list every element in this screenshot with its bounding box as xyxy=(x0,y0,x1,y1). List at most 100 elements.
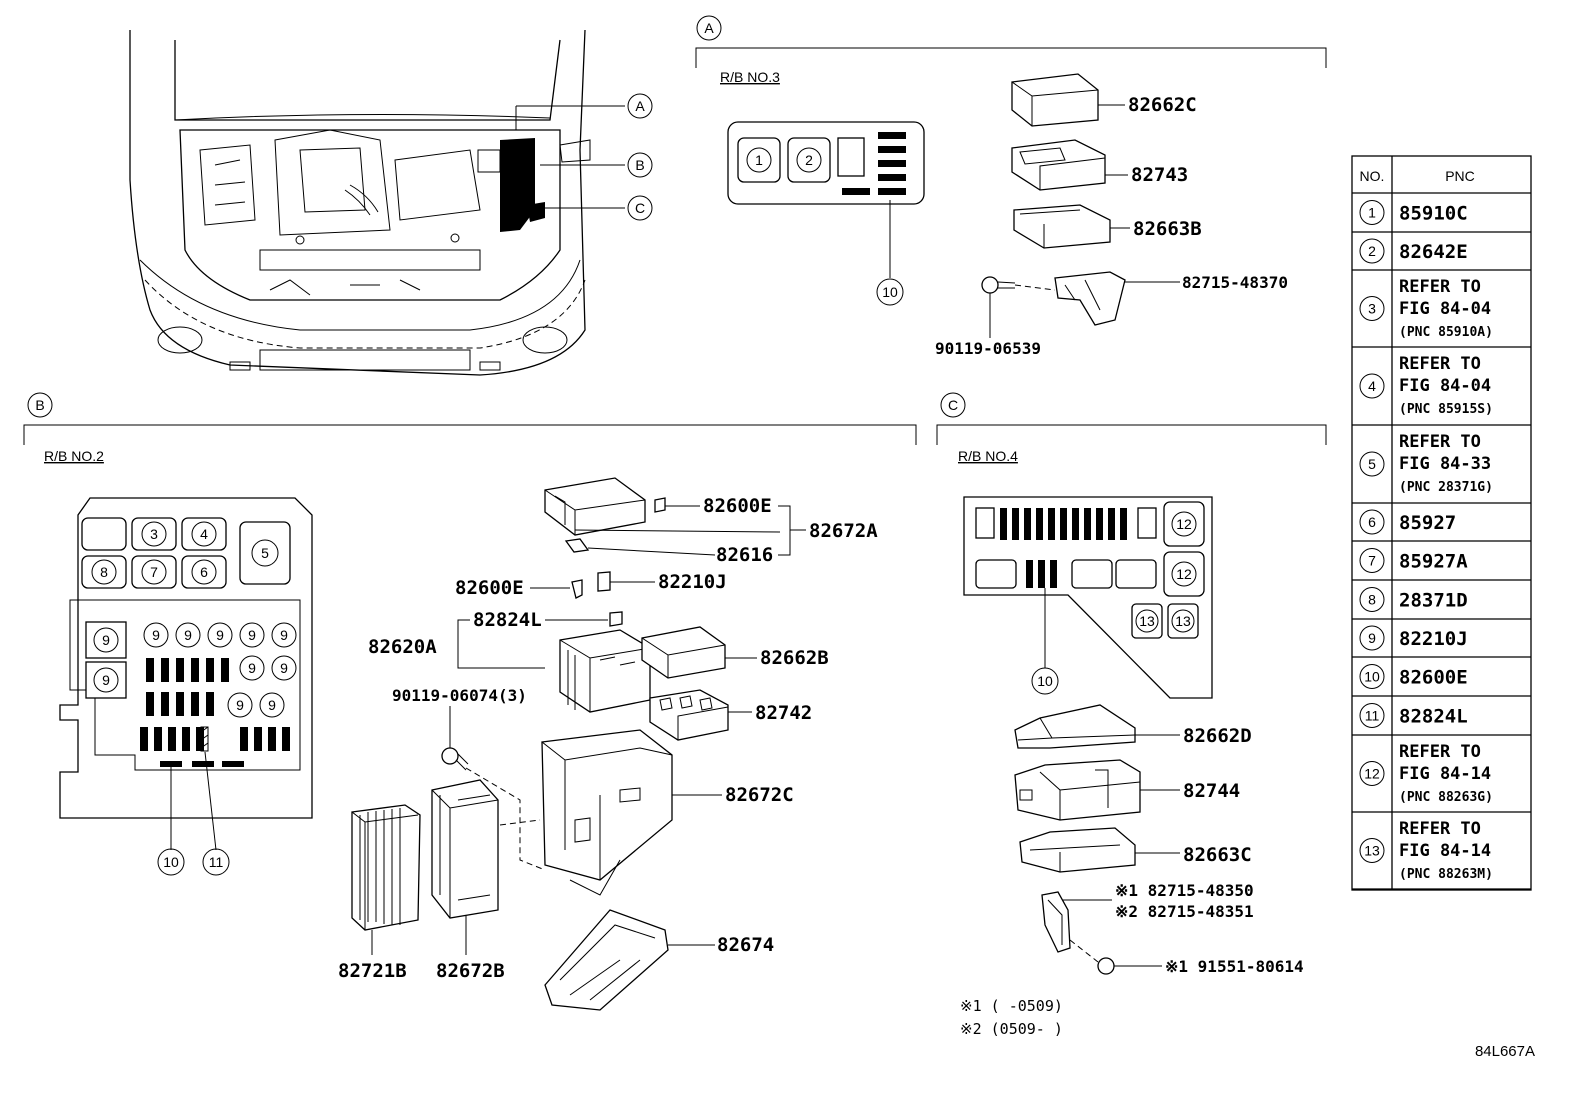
note-2: ※2 (0509- ) xyxy=(960,1020,1063,1038)
pnc-row-line1: REFER TO xyxy=(1399,354,1481,374)
pnc-row-number-circle xyxy=(1359,238,1385,264)
svg-text:13: 13 xyxy=(1175,613,1191,629)
svg-text:9: 9 xyxy=(152,627,160,643)
callout-a-circle xyxy=(627,93,653,119)
part-82715-48351: ※2 82715-48351 xyxy=(1115,902,1254,921)
pnc-row-line1: REFER TO xyxy=(1399,819,1481,839)
pnc-row-line2: FIG 84-14 xyxy=(1399,841,1491,861)
section-b-circle xyxy=(27,392,53,418)
section-b-letter: B xyxy=(35,397,44,413)
pnc-row-line3: (PNC 88263G) xyxy=(1399,790,1493,805)
svg-text:5: 5 xyxy=(261,545,269,561)
pnc-row-number: 7 xyxy=(1368,553,1376,569)
pnc-row-number: 1 xyxy=(1368,205,1376,221)
pnc-row-number: 9 xyxy=(1368,630,1376,646)
pnc-row-line2: FIG 84-33 xyxy=(1399,454,1491,474)
svg-text:9: 9 xyxy=(268,697,276,713)
pnc-row-number: 5 xyxy=(1368,456,1376,472)
pnc-row-number-circle xyxy=(1359,838,1385,863)
pnc-row-value: 85927A xyxy=(1399,551,1468,573)
svg-text:9: 9 xyxy=(216,627,224,643)
part-82620A: 82620A xyxy=(368,636,437,658)
svg-text:10: 10 xyxy=(1037,673,1053,689)
rb3-callout-10 xyxy=(876,278,904,306)
part-82663C: 82663C xyxy=(1183,844,1252,866)
pnc-row-line3: (PNC 85915S) xyxy=(1399,402,1493,417)
callout-b-label: B xyxy=(635,157,644,173)
section-a-letter: A xyxy=(704,20,714,36)
pnc-row-line2: FIG 84-04 xyxy=(1399,299,1491,319)
svg-text:13: 13 xyxy=(1139,613,1155,629)
pnc-row-value: 85927 xyxy=(1399,512,1456,534)
part-82744: 82744 xyxy=(1183,780,1240,802)
part-91551-80614: ※1 91551-80614 xyxy=(1165,957,1304,976)
svg-text:3: 3 xyxy=(150,526,158,542)
pnc-row-line3: (PNC 28371G) xyxy=(1399,480,1493,495)
pnc-row-number-circle xyxy=(1359,451,1385,477)
part-82721B: 82721B xyxy=(338,960,407,982)
svg-text:9: 9 xyxy=(102,672,110,688)
pnc-row-number: 12 xyxy=(1364,766,1380,782)
pnc-row-number-circle xyxy=(1359,587,1385,612)
svg-text:8: 8 xyxy=(100,564,108,580)
svg-text:11: 11 xyxy=(209,854,224,870)
part-82662C: 82662C xyxy=(1128,94,1197,116)
part-82663B: 82663B xyxy=(1133,218,1202,240)
pnc-row-number: 11 xyxy=(1365,708,1380,724)
pnc-row-value: 82600E xyxy=(1399,667,1468,689)
svg-text:7: 7 xyxy=(150,564,158,580)
rb4-layout xyxy=(963,496,1213,699)
pnc-row-number-circle xyxy=(1359,548,1385,573)
pnc-row-number-circle xyxy=(1359,200,1385,225)
pnc-row-value: 82824L xyxy=(1399,706,1468,728)
section-c-letter: C xyxy=(948,397,958,413)
section-b-label: R/B NO.2 xyxy=(44,448,104,464)
svg-text:4: 4 xyxy=(200,526,208,542)
pnc-row-number-circle xyxy=(1359,761,1385,786)
pnc-row-number-circle xyxy=(1359,703,1385,728)
section-a-label: R/B NO.3 xyxy=(720,69,780,85)
pnc-row-value: 82642E xyxy=(1399,241,1468,263)
svg-text:12: 12 xyxy=(1176,516,1192,532)
note-1: ※1 ( -0509) xyxy=(960,997,1063,1015)
part-90119-06074: 90119-06074(3) xyxy=(392,686,527,705)
svg-text:6: 6 xyxy=(200,564,208,580)
part-82824L: 82824L xyxy=(473,609,542,631)
rb3-pos-1 xyxy=(746,147,772,173)
svg-text:2: 2 xyxy=(805,152,813,168)
pnc-row-line3: (PNC 85910A) xyxy=(1399,325,1493,340)
svg-text:9: 9 xyxy=(280,660,288,676)
callout-c-label: C xyxy=(635,200,645,216)
pnc-row-line1: REFER TO xyxy=(1399,742,1481,762)
svg-text:9: 9 xyxy=(184,627,192,643)
svg-text:10: 10 xyxy=(882,284,898,300)
pnc-row-line3: (PNC 88263M) xyxy=(1399,867,1493,882)
part-82616: 82616 xyxy=(716,544,773,566)
svg-text:9: 9 xyxy=(102,632,110,648)
callout-b-circle xyxy=(627,152,653,178)
svg-text:12: 12 xyxy=(1176,566,1192,582)
svg-text:9: 9 xyxy=(236,697,244,713)
pnc-row-number: 4 xyxy=(1368,378,1376,394)
section-a-bracket xyxy=(695,47,1327,68)
pnc-row-number-circle xyxy=(1359,373,1385,399)
pnc-row-line2: FIG 84-04 xyxy=(1399,376,1491,396)
part-90119-06539: 90119-06539 xyxy=(935,339,1041,358)
svg-text:9: 9 xyxy=(280,627,288,643)
section-b: B R/B NO.2 3 4 5 8 7 6 9 9 9 9 9 9 9 9 9… xyxy=(23,392,917,1011)
callout-a-label: A xyxy=(635,98,645,114)
part-82715-48350: ※1 82715-48350 xyxy=(1115,881,1254,900)
part-82210J: 82210J xyxy=(658,571,727,593)
section-c-circle xyxy=(940,392,966,418)
pnc-row-number-circle xyxy=(1359,664,1385,689)
figure-code: 84L667A xyxy=(1475,1043,1535,1060)
svg-text:10: 10 xyxy=(163,854,179,870)
part-82662B: 82662B xyxy=(760,647,829,669)
part-82715-48370: 82715-48370 xyxy=(1182,273,1288,292)
pnc-row-number-circle xyxy=(1359,296,1385,321)
pnc-row-number: 13 xyxy=(1364,843,1380,859)
pnc-row-line1: REFER TO xyxy=(1399,277,1481,297)
